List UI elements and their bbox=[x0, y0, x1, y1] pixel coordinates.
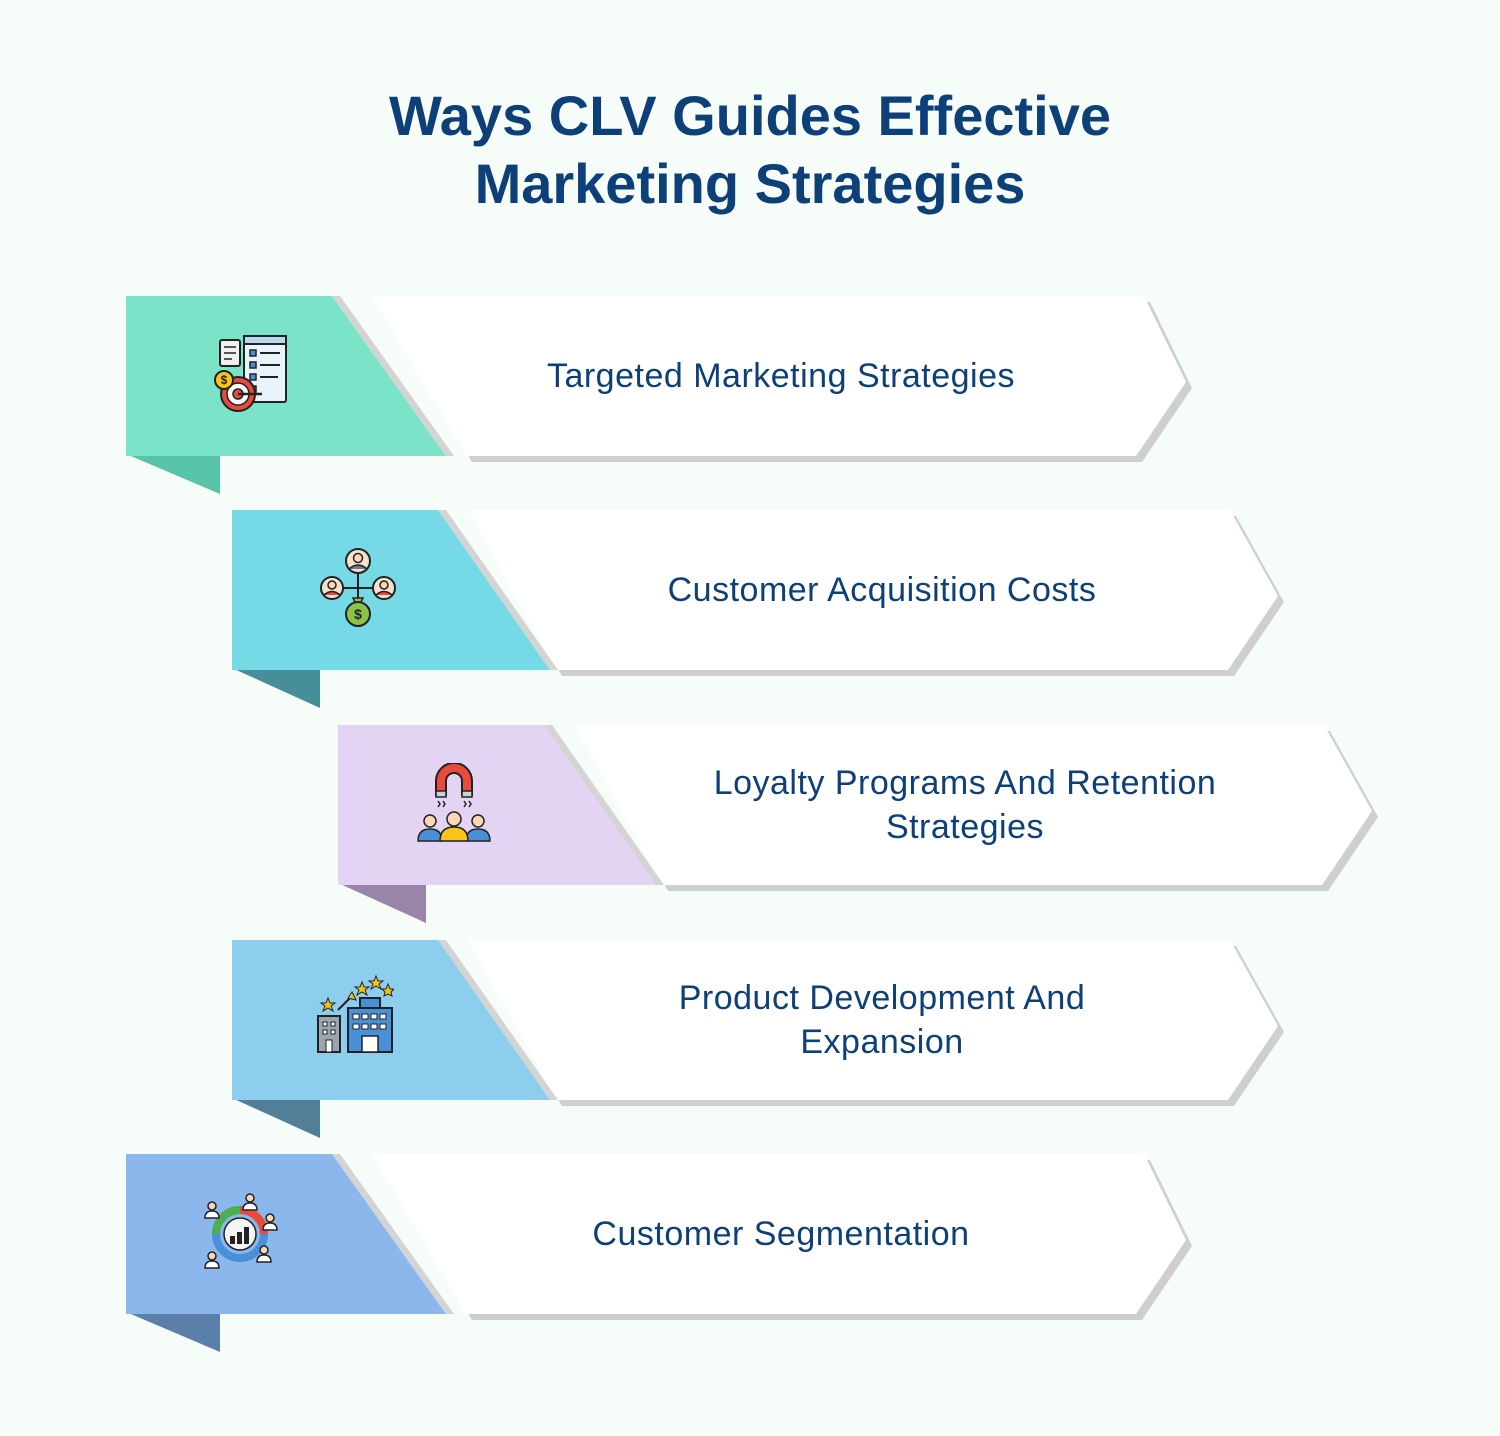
step-4-arrow-panel bbox=[468, 940, 1278, 1100]
step-targeted-marketing: $ Targeted Marketing Strategies bbox=[126, 296, 1196, 496]
step-5-colored-block bbox=[126, 1154, 446, 1314]
magnet-customers-icon bbox=[417, 763, 491, 842]
step-3-fold bbox=[338, 883, 426, 923]
step-5-ribbon bbox=[126, 1154, 1192, 1352]
segmentation-chart-people-icon bbox=[204, 1193, 278, 1269]
svg-text:$: $ bbox=[354, 606, 362, 622]
step-4-ribbon bbox=[232, 940, 1284, 1138]
step-3-colored-block bbox=[338, 725, 656, 885]
step-3-ribbon bbox=[338, 725, 1378, 923]
target-checklist-icon: $ bbox=[214, 335, 287, 412]
step-3-label: Loyalty Programs And Retention Strategie… bbox=[713, 764, 1217, 846]
step-1-label: Targeted Marketing Strategies bbox=[546, 357, 1016, 395]
step-4-label: Product Development And Expansion bbox=[678, 979, 1086, 1061]
svg-text:$: $ bbox=[221, 373, 228, 387]
step-1-fold bbox=[126, 454, 220, 494]
step-2-fold bbox=[232, 668, 320, 708]
step-5-fold bbox=[126, 1312, 220, 1352]
step-product-development: Product Development And Expansion bbox=[232, 940, 1302, 1140]
step-5-arrow-panel bbox=[372, 1154, 1186, 1314]
step-customer-segmentation: Customer Segmentation bbox=[126, 1154, 1196, 1354]
step-5-label: Customer Segmentation bbox=[592, 1215, 970, 1253]
page-title: Ways CLV Guides Effective Marketing Stra… bbox=[250, 82, 1250, 218]
step-1-arrow-panel bbox=[372, 296, 1186, 456]
step-4-fold bbox=[232, 1098, 320, 1138]
step-2-ribbon bbox=[232, 510, 1284, 708]
step-2-arrow-panel bbox=[468, 510, 1278, 670]
title-line-1: Ways CLV Guides Effective bbox=[389, 84, 1111, 147]
title-line-2: Marketing Strategies bbox=[474, 152, 1026, 215]
step-customer-acquisition: $ Customer Acquisition Costs bbox=[232, 510, 1302, 710]
business-growth-buildings-icon bbox=[317, 974, 394, 1053]
step-2-label: Customer Acquisition Costs bbox=[667, 571, 1097, 609]
step-3-arrow-panel bbox=[574, 725, 1372, 885]
step-loyalty-programs: Loyalty Programs And Retention Strategie… bbox=[338, 725, 1408, 925]
customer-network-money-icon: $ bbox=[320, 548, 396, 627]
step-1-ribbon bbox=[126, 296, 1192, 494]
